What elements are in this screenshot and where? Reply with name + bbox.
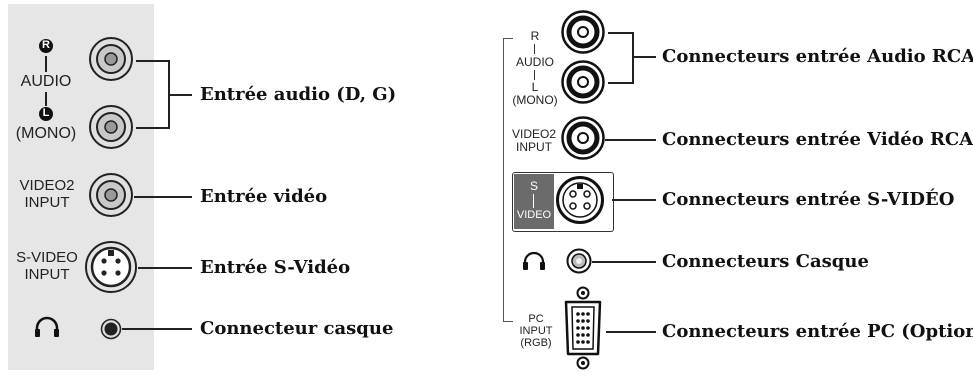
panel-bracket xyxy=(503,38,513,39)
headphone-icon xyxy=(35,316,59,337)
callout-line xyxy=(122,328,192,330)
right-video2-line2: INPUT xyxy=(516,140,552,154)
rca-jack-icon xyxy=(89,37,133,81)
s-video-input-callout: Entrée S-Vidéo xyxy=(200,257,351,278)
right-l-label: L xyxy=(531,80,539,94)
label-connector-line xyxy=(534,44,535,54)
panel-bracket xyxy=(503,321,513,322)
rca-jack-icon xyxy=(89,105,133,149)
s-video-callout: Connecteurs entrée S-VIDÉO xyxy=(662,189,955,210)
audio-bracket xyxy=(608,82,634,84)
headphone-callout-right: Connecteurs Casque xyxy=(662,251,869,272)
audio-bracket xyxy=(168,60,170,129)
callout-line xyxy=(606,331,656,333)
rca-jack-icon xyxy=(561,60,605,104)
callout-line xyxy=(170,94,192,96)
s-video-tab-s: S xyxy=(529,179,538,193)
headphone-jack-icon xyxy=(566,248,592,274)
callout-line xyxy=(134,196,192,198)
headphone-icon xyxy=(523,251,545,270)
pc-label-line2: INPUT xyxy=(519,325,553,337)
audio-bracket xyxy=(136,127,170,129)
s-video-tab xyxy=(514,174,554,229)
right-channel-badge-letter: R xyxy=(42,39,50,51)
rca-jack-icon xyxy=(561,116,605,160)
audio-bracket xyxy=(608,32,634,34)
s-video-jack-icon xyxy=(556,176,604,224)
audio-bracket xyxy=(136,60,170,62)
video-rca-callout: Connecteurs entrée Vidéo RCA xyxy=(662,129,973,150)
headphone-callout: Connecteur casque xyxy=(200,318,394,339)
badge-connector-line xyxy=(45,92,47,106)
s-video-label-line2: INPUT xyxy=(24,266,70,283)
headphone-jack-icon xyxy=(100,318,122,340)
left-mono-label: (MONO) xyxy=(15,125,77,142)
vga-port-icon xyxy=(564,286,602,370)
badge-connector-line xyxy=(45,56,47,72)
right-video2-line1: VIDEO2 xyxy=(511,127,556,141)
callout-line xyxy=(605,139,656,141)
callout-line xyxy=(612,199,656,201)
pc-input-label: PC INPUT (RGB) xyxy=(510,314,562,349)
audio-input-callout: Entrée audio (D, G) xyxy=(200,84,397,105)
video2-label-line2: INPUT xyxy=(24,194,70,211)
right-r-label: R xyxy=(530,29,540,43)
rca-jack-icon xyxy=(89,173,133,217)
s-video-jack-icon xyxy=(85,241,137,293)
video-input-callout: Entrée vidéo xyxy=(200,186,328,207)
pc-label-line1: PC xyxy=(528,313,544,325)
left-channel-badge xyxy=(39,107,53,121)
s-video-tab-video: VIDEO xyxy=(516,209,552,221)
callout-line xyxy=(138,267,192,269)
video2-input-label: VIDEO2 INPUT xyxy=(16,178,78,210)
left-audio-label: AUDIO xyxy=(20,73,72,90)
label-connector-line xyxy=(534,70,535,80)
s-video-label-line1: S-VIDEO xyxy=(16,249,78,266)
s-video-tab-divider xyxy=(533,194,534,208)
audio-rca-callout: Connecteurs entrée Audio RCA xyxy=(662,46,973,67)
s-video-input-label: S-VIDEO INPUT xyxy=(14,250,80,282)
callout-line xyxy=(592,261,656,263)
right-audio-label: AUDIO xyxy=(515,55,554,69)
rca-jack-icon xyxy=(561,10,605,54)
panel-bracket xyxy=(503,38,504,322)
pc-input-callout: Connecteurs entrée PC (Option) xyxy=(662,321,973,342)
callout-line xyxy=(634,56,656,58)
right-channel-badge xyxy=(39,39,53,53)
pc-label-line3: (RGB) xyxy=(520,337,552,349)
right-video2-label: VIDEO2 INPUT xyxy=(506,128,562,153)
right-mono-label: (MONO) xyxy=(512,93,558,107)
video2-label-line1: VIDEO2 xyxy=(19,177,75,194)
left-channel-badge-letter: L xyxy=(42,107,50,119)
audio-bracket xyxy=(632,32,634,84)
